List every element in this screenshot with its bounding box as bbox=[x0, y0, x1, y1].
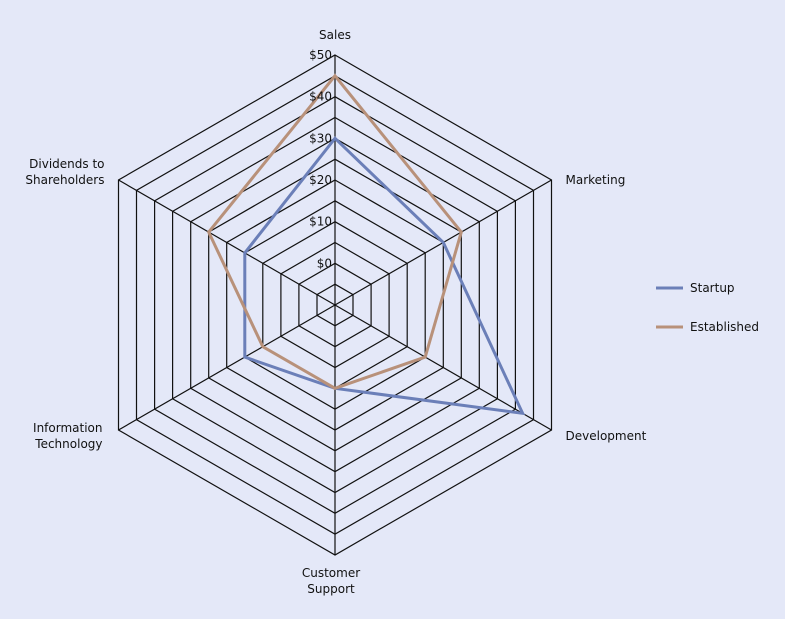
axis-spoke bbox=[118, 179, 336, 306]
series-layer bbox=[206, 73, 526, 416]
tick-label: $40 bbox=[309, 90, 332, 104]
series-line-established bbox=[206, 73, 463, 390]
grid-layer bbox=[117, 54, 553, 556]
axis-label: Development bbox=[566, 429, 647, 443]
axis-spoke bbox=[334, 304, 552, 431]
tick-label: $20 bbox=[309, 173, 332, 187]
axis-spoke bbox=[118, 304, 336, 431]
tick-label: $10 bbox=[309, 215, 332, 229]
tick-label: $0 bbox=[317, 256, 332, 270]
legend-label: Startup bbox=[690, 281, 735, 295]
tick-label: $50 bbox=[309, 48, 332, 62]
tick-label-layer: $0 $10 $20 $30 $40 $50 bbox=[309, 48, 332, 270]
axis-label: Sales bbox=[319, 28, 351, 42]
tick-label: $30 bbox=[309, 131, 332, 145]
legend-label: Established bbox=[690, 320, 759, 334]
axis-label: Marketing bbox=[566, 173, 626, 187]
